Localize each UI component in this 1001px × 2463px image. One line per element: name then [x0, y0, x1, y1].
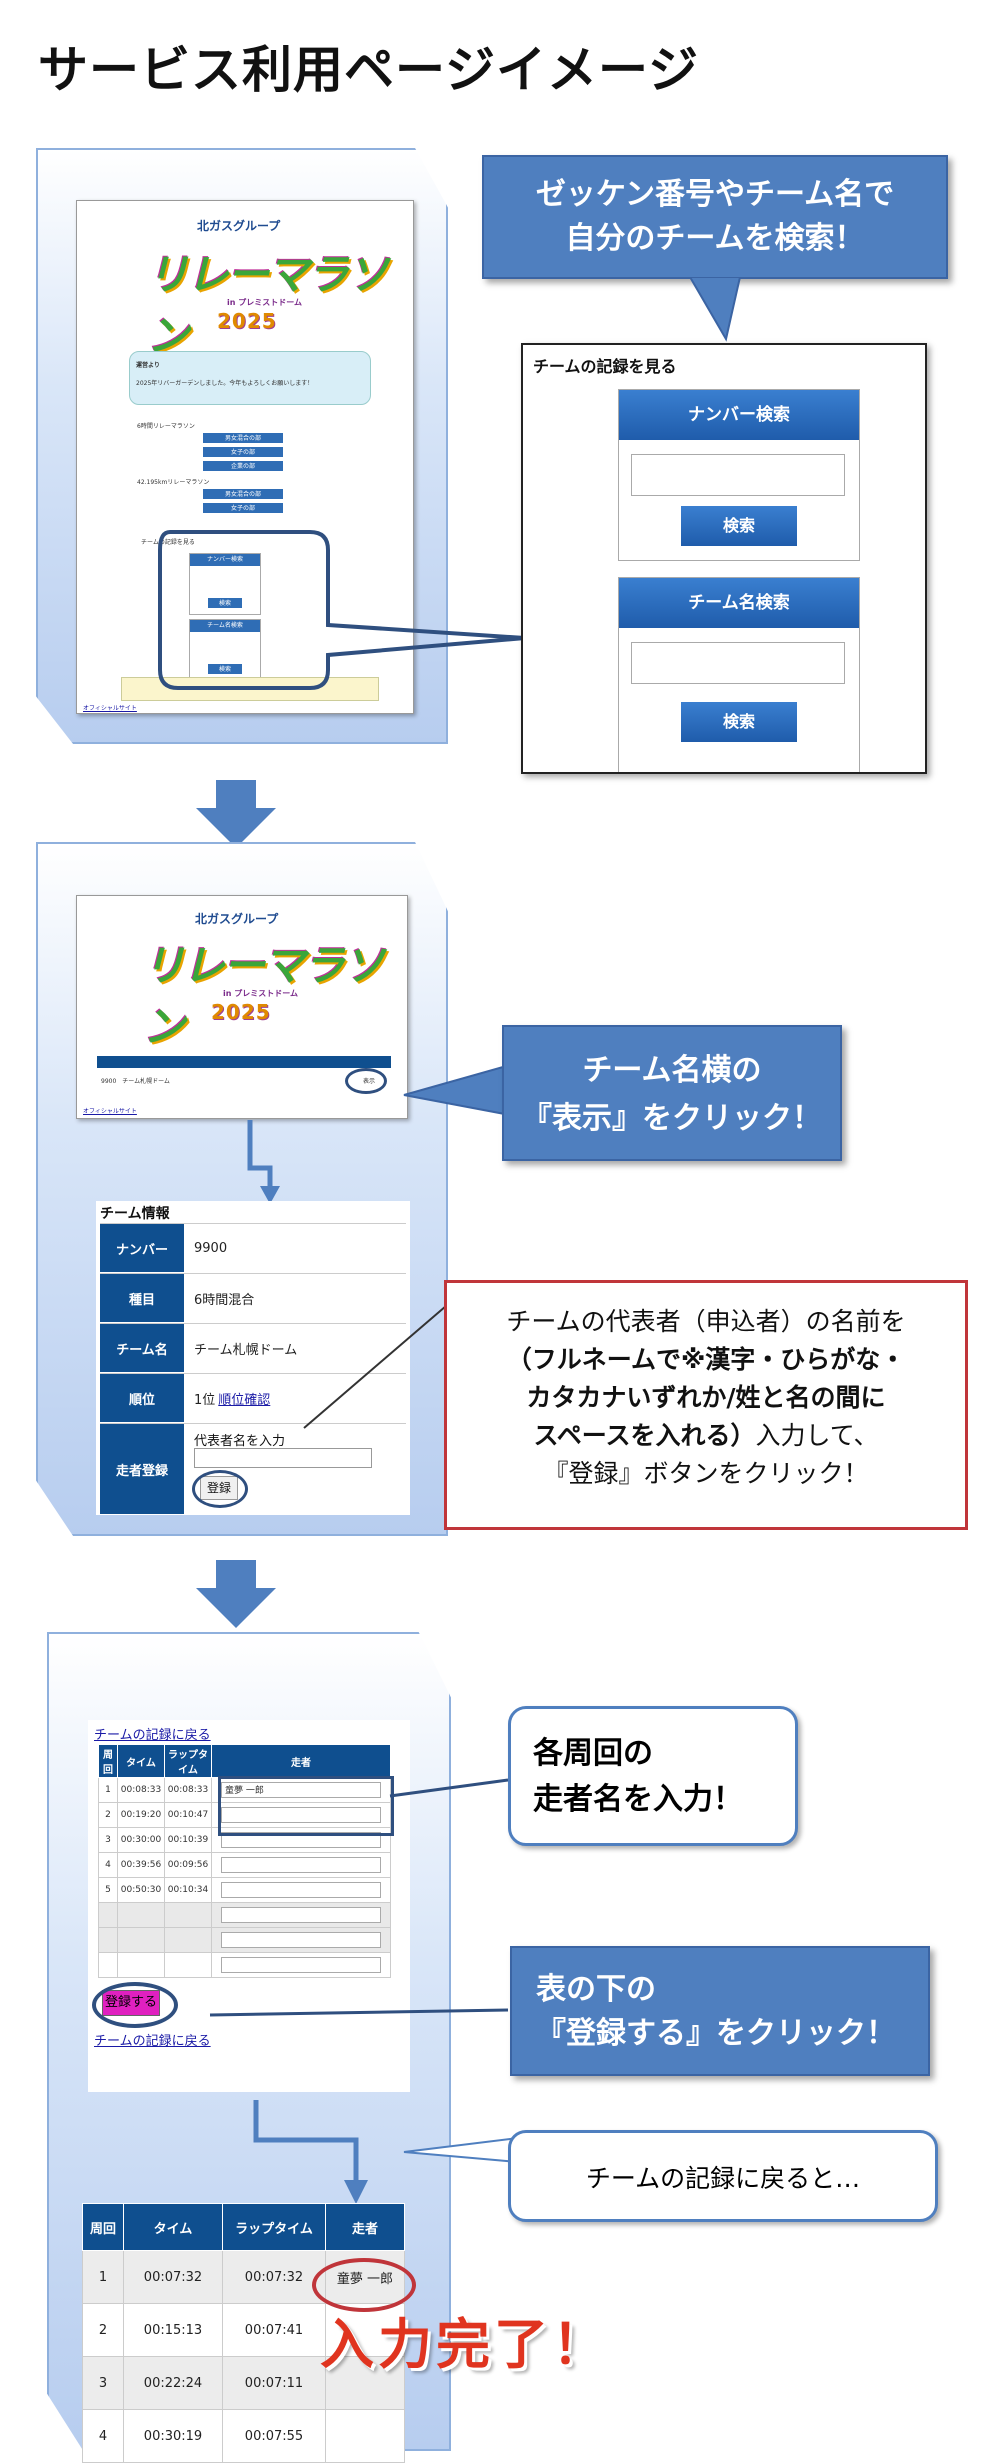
step1-screenshot: 北ガスグループ リレーマラソン in プレミストドーム 2025 運営より 20… — [76, 200, 414, 714]
mini-result-header — [97, 1056, 391, 1068]
team-info-row: チーム名 チーム札幌ドーム — [100, 1323, 406, 1372]
search-callout: ゼッケン番号やチーム名で 自分のチームを検索！ — [482, 155, 948, 279]
show-highlight — [345, 1068, 387, 1094]
team-search-card: チーム名検索 検索 — [618, 577, 860, 772]
connector-arrow — [247, 1120, 280, 1204]
brand-logo: 北ガスグループ — [197, 219, 281, 233]
highlight-bubble — [158, 530, 526, 690]
mini-category-button[interactable]: 男女混合の部 — [203, 489, 283, 499]
step2-screenshot: 北ガスグループ リレーマラソン in プレミストドーム 2025 9900 チー… — [76, 895, 408, 1119]
team-info-row: 種目 6時間混合 — [100, 1273, 406, 1322]
table-row: 3 00:30:00 00:10:39 — [98, 1827, 391, 1853]
mini-number-search: ナンバー検索 検索 — [189, 553, 261, 615]
table-row — [98, 1902, 391, 1928]
team-search-input[interactable] — [631, 642, 845, 684]
runner-highlight — [312, 2258, 416, 2312]
event-logo-year: 2025 — [217, 309, 277, 333]
team-info-panel: チーム情報 ナンバー 9900 種目 6時間混合 チーム名 チーム札幌ドーム 順… — [96, 1201, 410, 1515]
back-to-record-link[interactable]: チームの記録に戻る — [94, 1728, 211, 1743]
lap-entry-screen: チームの記録に戻る 周回 タイム ラップタイム 走者 1 00:08:33 00… — [88, 1720, 410, 2092]
register-runners-highlight — [92, 1982, 178, 2028]
runner-name-input[interactable] — [221, 1932, 381, 1948]
show-callout-tail — [403, 1063, 510, 1117]
official-site-link[interactable]: オフィシャルサイト — [83, 705, 137, 712]
team-search-button[interactable]: 検索 — [681, 702, 797, 742]
connector-arrow — [253, 2100, 368, 2204]
mini-category-button[interactable]: 企業の部 — [203, 461, 283, 471]
number-search-header: ナンバー検索 — [619, 390, 859, 440]
runner-callout: 各周回の 走者名を入力！ — [508, 1706, 798, 1846]
table-row: 2 00:19:20 00:10:47 — [98, 1802, 391, 1828]
return-callout-tail — [403, 2136, 519, 2164]
number-search-button[interactable]: 検索 — [681, 506, 797, 546]
number-search-card: ナンバー検索 検索 — [618, 389, 860, 561]
page-title: サービス利用ページイメージ — [38, 41, 699, 99]
mini-team-search: チーム名検索 検索 — [189, 619, 261, 681]
instruction-box: チームの代表者（申込者）の名前を （フルネームで※漢字・ひらがな・ カタカナいず… — [444, 1280, 968, 1530]
down-arrow — [196, 780, 276, 850]
runner-callout-connector — [389, 1778, 509, 1798]
runner-name-input[interactable] — [221, 1857, 381, 1873]
runner-name-input[interactable] — [221, 1907, 381, 1923]
table-row: 5 00:50:30 00:10:34 — [98, 1877, 391, 1903]
back-to-record-link[interactable]: チームの記録に戻る — [94, 2034, 211, 2049]
team-info-row: ナンバー 9900 — [100, 1223, 406, 1272]
runner-name-input[interactable] — [221, 1832, 381, 1848]
team-info-row: 順位 1位 順位確認 — [100, 1373, 406, 1422]
show-callout: チーム名横の 『表示』をクリック！ — [502, 1025, 842, 1161]
team-info-row: 走者登録 代表者名を入力 登録 — [100, 1423, 406, 1514]
instruction-connector — [303, 1305, 447, 1429]
representative-name-input[interactable] — [194, 1448, 372, 1468]
table-row: 4 00:39:56 00:09:56 — [98, 1852, 391, 1878]
register-callout: 表の下の 『登録する』をクリック！ — [510, 1946, 930, 2076]
runner-name-input[interactable] — [221, 1807, 381, 1823]
lap-table: 周回 タイム ラップタイム 走者 1 00:08:33 00:08:33 童夢 … — [98, 1744, 391, 1978]
team-info-title: チーム情報 — [100, 1206, 170, 1222]
runner-name-input[interactable] — [221, 1882, 381, 1898]
table-row: 1 00:08:33 00:08:33 童夢 一郎 — [98, 1777, 391, 1803]
event-logo: リレーマラソン — [147, 250, 389, 360]
runner-input-highlight — [218, 1776, 394, 1836]
down-arrow — [196, 1560, 276, 1630]
table-row — [98, 1927, 391, 1953]
mini-category-button[interactable]: 男女混合の部 — [203, 433, 283, 443]
table-row: 2 00:15:13 00:07:41 — [82, 2303, 405, 2357]
return-callout: チームの記録に戻ると… — [508, 2130, 938, 2222]
team-search-header: チーム名検索 — [619, 578, 859, 628]
table-row — [98, 1952, 391, 1978]
search-panel: チームの記録を見る ナンバー検索 検索 チーム名検索 検索 — [521, 343, 927, 774]
search-title: チームの記録を見る — [533, 357, 677, 376]
runner-name-input[interactable] — [221, 1957, 381, 1973]
event-logo-sub: in プレミストドーム — [227, 298, 302, 307]
search-callout-tail — [690, 277, 742, 342]
register-highlight — [192, 1470, 248, 1508]
mini-category-button[interactable]: 女子の部 — [203, 503, 283, 513]
mini-category-button[interactable]: 女子の部 — [203, 447, 283, 457]
number-search-input[interactable] — [631, 454, 845, 496]
completed-banner: 入力完了！ — [320, 2313, 610, 2376]
table-row: 4 00:30:19 00:07:55 — [82, 2409, 405, 2463]
rank-check-link[interactable]: 順位確認 — [218, 1392, 271, 1408]
register-callout-connector — [209, 2008, 509, 2017]
runner-name-input[interactable]: 童夢 一郎 — [221, 1782, 381, 1798]
notice-box: 運営より 2025年リバーガーデンしました。今年もよろしくお願いします！ — [129, 351, 371, 405]
